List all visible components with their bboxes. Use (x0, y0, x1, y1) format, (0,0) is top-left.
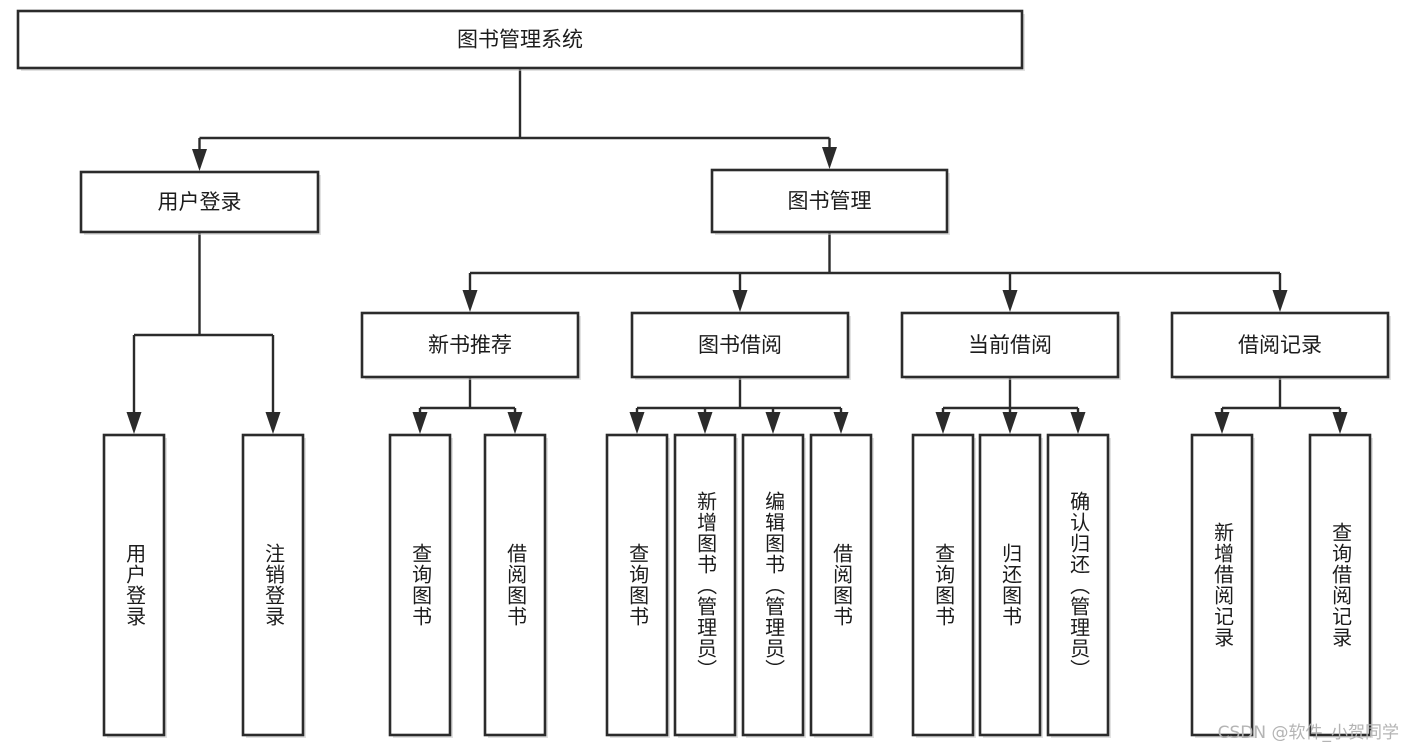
node-leaf-query-book-2[interactable] (605, 433, 669, 737)
node-leaf-edit-book[interactable] (741, 433, 805, 737)
node-borrow-record[interactable] (1170, 311, 1390, 379)
arrow-head-icon (1002, 412, 1018, 434)
arrow-head-icon (1070, 412, 1086, 434)
node-book-borrow[interactable] (630, 311, 850, 379)
arrow-head-icon (126, 412, 142, 434)
connector-group (1214, 377, 1348, 434)
connector-group (629, 377, 849, 434)
node-current-borrow[interactable] (900, 311, 1120, 379)
arrow-head-icon (935, 412, 951, 434)
arrow-head-icon (1002, 290, 1018, 312)
node-book-manage[interactable] (710, 168, 949, 234)
connector-group (192, 68, 837, 171)
node-leaf-query-book-3[interactable] (911, 433, 975, 737)
node-label: 图书管理 (788, 189, 872, 213)
arrow-head-icon (265, 412, 281, 434)
node-root[interactable] (16, 9, 1024, 70)
node-label: 当前借阅 (968, 333, 1052, 357)
node-leaf-query-record[interactable] (1308, 433, 1372, 737)
node-leaf-query-book-1[interactable] (388, 433, 452, 737)
node-user-login[interactable] (79, 170, 320, 234)
connector-layer (126, 68, 1348, 434)
connector-group (126, 232, 281, 434)
arrow-head-icon (833, 412, 849, 434)
node-new-book-rec[interactable] (360, 311, 580, 379)
node-leaf-user-login[interactable] (102, 433, 166, 737)
arrow-head-icon (822, 147, 837, 169)
node-leaf-borrow-book-2[interactable] (809, 433, 873, 737)
node-label: 图书借阅 (698, 333, 782, 357)
node-label: 图书管理系统 (457, 28, 583, 52)
node-leaf-borrow-book-1[interactable] (483, 433, 547, 737)
arrow-head-icon (1332, 412, 1348, 434)
arrow-head-icon (765, 412, 781, 434)
node-leaf-add-record[interactable] (1190, 433, 1254, 737)
node-leaf-user-logout[interactable] (241, 433, 305, 737)
arrow-head-icon (697, 412, 713, 434)
arrow-head-icon (192, 149, 207, 171)
node-leaf-return-book[interactable] (978, 433, 1042, 737)
arrow-head-icon (462, 290, 478, 312)
connector-group (412, 377, 523, 434)
arrow-head-icon (412, 412, 428, 434)
node-leaf-add-book[interactable] (673, 433, 737, 737)
node-leaf-confirm-return[interactable] (1046, 433, 1110, 737)
arrow-head-icon (732, 290, 748, 312)
connector-group (935, 377, 1086, 434)
node-label: 借阅记录 (1238, 333, 1322, 357)
watermark: CSDN @软件_小贺同学 (1217, 723, 1399, 743)
arrow-head-icon (629, 412, 645, 434)
node-label: 用户登录 (158, 190, 242, 214)
arrow-head-icon (1272, 290, 1288, 312)
node-label: 新书推荐 (428, 333, 512, 357)
arrow-head-icon (507, 412, 523, 434)
node-layer (16, 9, 1391, 738)
connector-group (462, 232, 1288, 312)
arrow-head-icon (1214, 412, 1230, 434)
